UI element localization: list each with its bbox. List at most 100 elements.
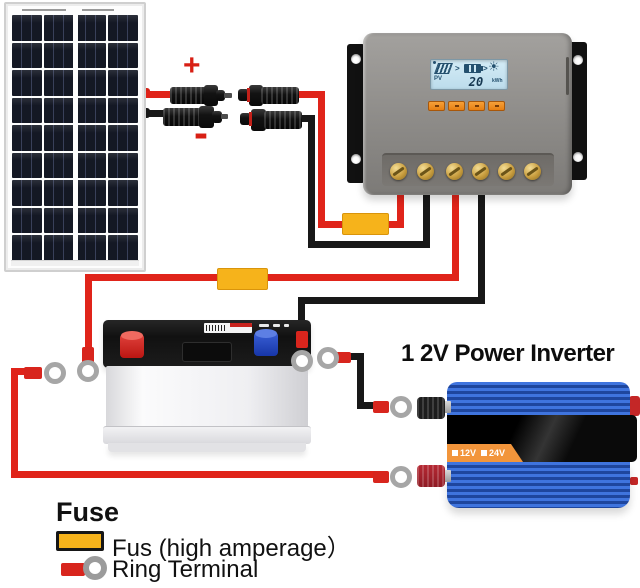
mc4-connector-female (163, 108, 203, 126)
solar-cell (12, 235, 42, 261)
controller-button (428, 101, 445, 111)
inverter-power-switch (629, 396, 640, 416)
crimp-sleeve (24, 367, 42, 379)
plus-sign: + (183, 49, 201, 82)
solar-cell (12, 97, 42, 124)
solar-cell (44, 97, 74, 124)
solar-cell (12, 180, 42, 206)
mode-24v-label: 24V (481, 448, 505, 458)
terminal-screw (417, 163, 434, 180)
mc4-pin (221, 114, 228, 119)
wire-battery-positive (85, 277, 92, 350)
mc4-connector-male (264, 111, 302, 129)
controller-terminal-strip (382, 153, 554, 186)
mc4-connector-collar (199, 106, 214, 128)
fuse-battery-line (217, 268, 268, 290)
mc4-connector-collar (249, 85, 263, 106)
solar-cell (44, 125, 74, 151)
solar-cell (12, 15, 42, 41)
solar-panel (4, 2, 146, 272)
controller-lcd: PV > > ☀ 20 kWh (430, 59, 508, 90)
controller-button (468, 101, 485, 111)
solar-cell (76, 15, 106, 41)
pv-label: PV (434, 76, 443, 82)
mount-hole (573, 55, 583, 65)
charge-controller: PV > > ☀ 20 kWh (363, 33, 572, 195)
mc4-connector-collar (251, 109, 266, 131)
battery-print (259, 324, 269, 327)
solar-cell (108, 180, 138, 206)
solar-cell (108, 207, 138, 234)
solar-cell (12, 70, 42, 96)
wire-battery-positive (85, 274, 459, 281)
crimp-sleeve (373, 471, 389, 483)
wire-pv-positive (382, 221, 404, 228)
wire-battery-negative (298, 297, 485, 304)
ring-terminal (77, 360, 99, 382)
fuse-legend-label: Fus (high amperage） (112, 535, 351, 562)
battery-positive-post (120, 331, 144, 358)
crimp-sleeve (296, 331, 308, 348)
mc4-connector-female (261, 87, 299, 104)
battery-print (284, 324, 289, 327)
mc4-connector-collar (204, 85, 218, 106)
mount-hole (351, 154, 361, 164)
solar-cell (108, 70, 138, 96)
battery-print (273, 324, 280, 327)
wire-pv-negative (296, 115, 315, 122)
inverter-voltage-band: 12V 24V (447, 444, 523, 462)
terminal-screw (524, 163, 541, 180)
solar-cell (44, 70, 74, 96)
crimp-sleeve (373, 401, 389, 413)
ring-terminal (390, 396, 412, 418)
solar-cell (108, 152, 138, 179)
inverter-bottom-fins (447, 462, 630, 508)
terminal-stub (442, 470, 451, 482)
sun-dot-icon (433, 61, 436, 64)
controller-button (448, 101, 465, 111)
ring-terminal-legend-ring (83, 556, 107, 580)
inverter-positive-terminal (417, 465, 445, 487)
panel-center-divider (73, 13, 78, 263)
battery-handle (182, 342, 232, 362)
pv-panel-icon (433, 63, 454, 74)
flow-arrow-icon: > (455, 64, 460, 73)
fuse-legend-swatch (56, 531, 104, 551)
controller-mount-bracket (347, 44, 365, 183)
solar-cell (44, 180, 74, 206)
solar-cell (108, 125, 138, 151)
flow-arrow-icon: > (483, 64, 488, 73)
panel-spec-print (22, 9, 66, 11)
wire-battery-positive (452, 177, 459, 281)
legend-heading: Fuse (56, 497, 120, 527)
solar-cell (76, 180, 106, 206)
battery-label (204, 323, 252, 333)
solar-cell (76, 70, 106, 96)
terminal-screw (472, 163, 489, 180)
terminal-screw (390, 163, 407, 180)
solar-cell (44, 152, 74, 179)
solar-cell (44, 15, 74, 41)
inverter-top-fins (447, 382, 630, 415)
solar-cell (108, 42, 138, 69)
solar-cell (44, 42, 74, 69)
solar-cell (76, 152, 106, 179)
mc4-connector-male (170, 87, 208, 104)
label-red-stripe (230, 323, 252, 327)
solar-cell (76, 125, 106, 151)
wire-pv-positive (292, 91, 325, 98)
inverter-negative-terminal (417, 397, 445, 419)
panel-spec-print (82, 9, 114, 11)
wire-inverter-positive (12, 368, 27, 375)
ring-terminal (317, 347, 339, 369)
mc4-connector-nose (238, 89, 249, 101)
battery-icon (464, 64, 481, 73)
mc4-connector-nose (240, 113, 251, 125)
solar-cell (76, 235, 106, 261)
wire-battery-negative (478, 177, 485, 304)
solar-cell (76, 42, 106, 69)
battery-icon-terminal (481, 66, 483, 71)
terminal-stub (442, 401, 451, 413)
solar-cell (76, 97, 106, 124)
